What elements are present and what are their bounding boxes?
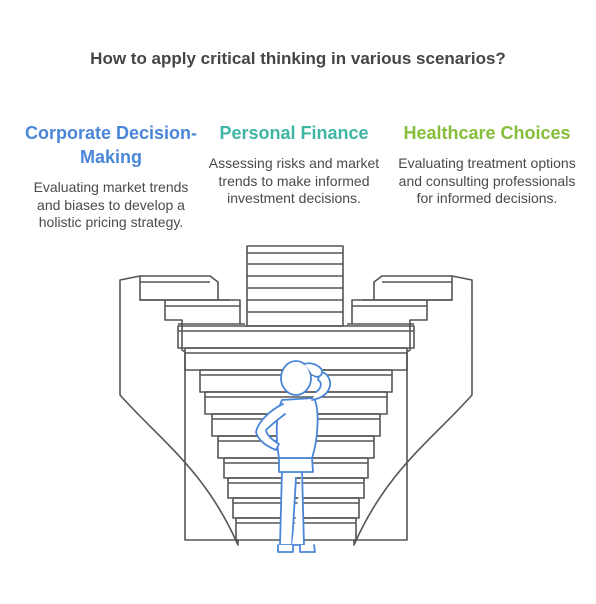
thinking-person-icon — [255, 360, 332, 553]
person-hand — [303, 362, 324, 378]
diagram-title: How to apply critical thinking in variou… — [90, 49, 506, 68]
person-head — [280, 360, 312, 396]
scenario-heading-corporate: Corporate Decision-Making — [24, 123, 198, 167]
person-hips — [278, 457, 314, 473]
scenario-heading-personal-finance: Personal Finance — [219, 123, 369, 143]
left-top-steps — [140, 275, 245, 325]
funnel-right-wall — [353, 275, 473, 546]
funnel-left-wall — [119, 275, 239, 546]
person-left-arm — [255, 403, 286, 451]
center-tower — [246, 245, 344, 327]
person-right-foot — [299, 544, 316, 553]
scenario-text-corporate: Evaluating market trends and biases to d… — [33, 179, 189, 230]
right-top-steps — [347, 275, 452, 325]
scenario-personal-finance: Personal Finance Assessing risks and mar… — [206, 121, 382, 208]
scenario-text-healthcare: Evaluating treatment options and consult… — [398, 155, 576, 206]
scenario-corporate: Corporate Decision-Making Evaluating mar… — [22, 121, 200, 232]
person-left-foot — [277, 544, 294, 553]
scenario-healthcare: Healthcare Choices Evaluating treatment … — [396, 121, 578, 208]
scenario-text-personal-finance: Assessing risks and market trends to mak… — [208, 155, 380, 206]
scenario-heading-healthcare: Healthcare Choices — [403, 123, 571, 143]
person-right-arm — [311, 371, 332, 401]
